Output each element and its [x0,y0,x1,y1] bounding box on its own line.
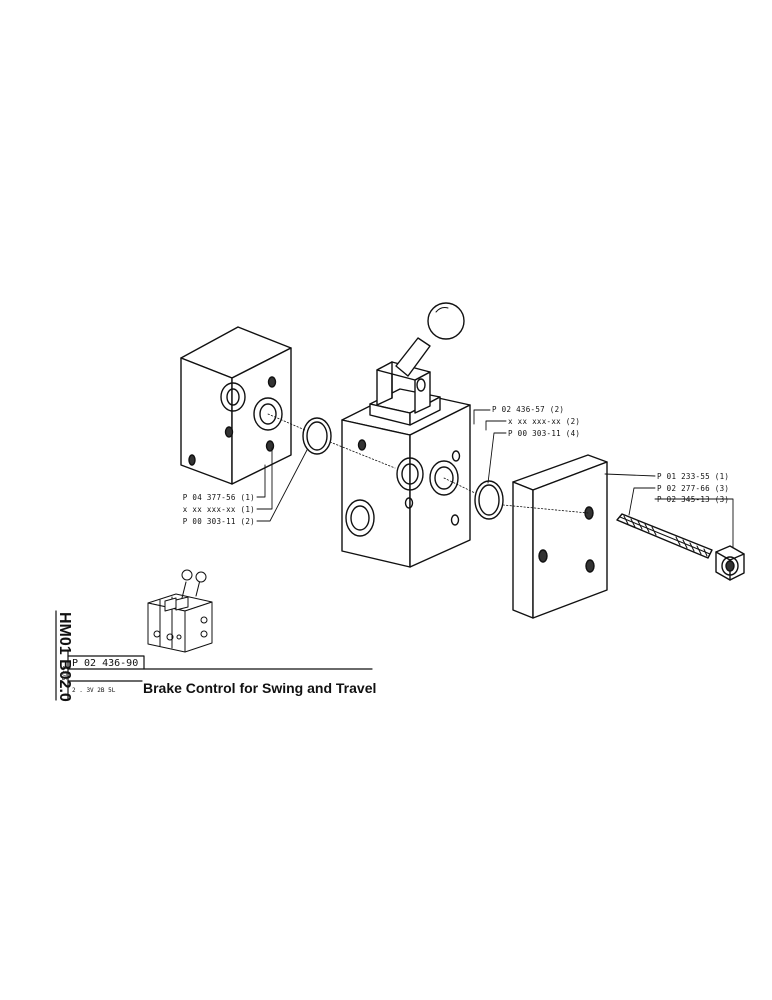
label-left-xx: x xx xxx-xx (1) [183,505,255,514]
lever-part [369,302,465,426]
assembly-axis [267,413,589,514]
model-codes: 2 . 3V 2B 5L [72,687,116,694]
nut-part [715,545,745,581]
label-bolt: P 02 277-66 (3) [657,484,729,493]
page-title: Brake Control for Swing and Travel [143,680,376,696]
left-block-part [180,326,292,485]
bolt-part [616,513,713,559]
valve-o-ring-part [474,480,504,520]
label-left-plate: P 04 377-56 (1) [183,493,255,502]
assembly-thumbnail [147,569,213,653]
assembly-code: P 02 436-90 [72,658,138,669]
label-valve-oring: P 00 303-11 (4) [508,429,580,438]
title-block-frame [55,610,373,701]
label-end-plate: P 01 233-55 (1) [657,472,729,481]
end-plate-part [512,454,608,619]
label-left-oring: P 00 303-11 (2) [183,517,255,526]
left-o-ring-part [302,417,332,455]
label-valve-xx: x xx xxx-xx (2) [508,417,580,426]
sheet-code: HM01 B02.0 [56,612,73,702]
leader-lines [256,409,734,549]
date-code: 4-75 [60,666,67,681]
label-valve: P 02 436-57 (2) [492,405,564,414]
label-nut: P 02 345-13 (3) [657,495,729,504]
